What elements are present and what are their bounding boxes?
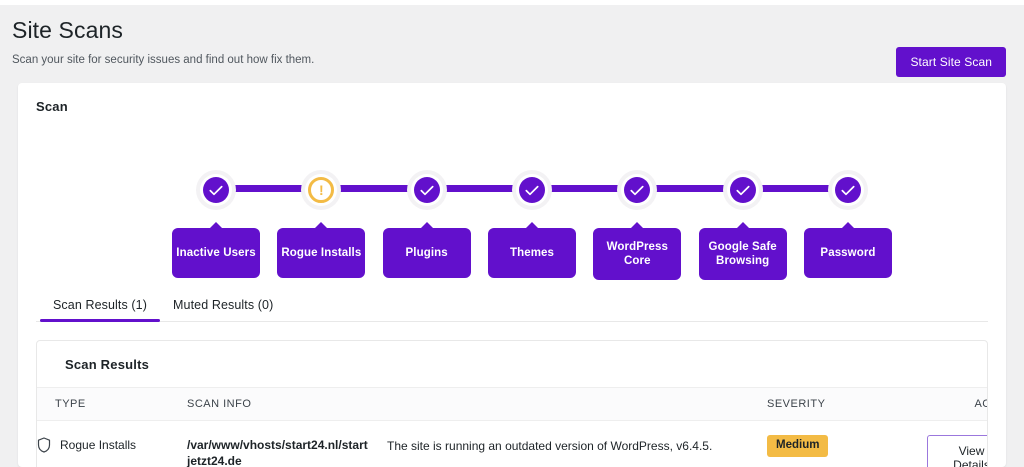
stepper-connector: [654, 185, 726, 192]
stepper-connector: [549, 185, 621, 192]
scan-step-node[interactable]: [410, 174, 443, 206]
stepper-connector: [443, 185, 515, 192]
table-header-row: TYPE SCAN INFO SEVERITY ACTION: [37, 388, 987, 421]
scan-card: Scan Inactive Users! Rogue Installs Plugin…: [18, 83, 1006, 467]
column-header-scan-info: SCAN INFO: [187, 388, 387, 421]
table-row: Rogue Installs /var/www/vhosts/start24.n…: [37, 421, 988, 467]
scan-results-table: TYPE SCAN INFO SEVERITY ACTION: [37, 388, 988, 467]
scan-step-label: Inactive Users: [172, 222, 260, 278]
scan-results-title: Scan Results: [37, 341, 987, 388]
column-header-action: ACTION: [927, 388, 987, 421]
scan-step-node[interactable]: [726, 174, 759, 206]
column-header-type: TYPE: [37, 388, 187, 421]
check-icon: [413, 177, 440, 203]
tab-scan-results[interactable]: Scan Results (1): [40, 298, 160, 322]
stepper-connector: [759, 185, 831, 192]
status-badge: Medium: [767, 435, 829, 457]
check-icon: [624, 177, 651, 203]
scan-step-label: Themes: [488, 222, 576, 278]
cell-action: View Details: [927, 421, 988, 467]
cell-description: The site is running an outdated version …: [387, 421, 767, 467]
scan-step-node[interactable]: [621, 174, 654, 206]
check-icon: [519, 177, 545, 203]
cell-type: Rogue Installs: [37, 421, 187, 467]
scan-step-label: Rogue Installs: [277, 222, 366, 278]
scan-description: The site is running an outdated version …: [387, 439, 713, 453]
check-icon: [729, 177, 756, 203]
stepper-track: Inactive Users! Rogue Installs Plugins Them…: [172, 174, 892, 280]
scan-step-label: WordPress Core: [593, 222, 682, 280]
scan-step-label: Google Safe Browsing: [698, 222, 787, 280]
scan-step-label: Password: [804, 222, 892, 278]
scan-results-card: Scan Results TYPE SCAN INFO SEVERITY ACT…: [36, 340, 988, 467]
scan-card-heading: Scan: [36, 99, 68, 114]
scan-step-label: Plugins: [382, 222, 471, 278]
page-header: Site Scans Scan your site for security i…: [0, 5, 1024, 83]
stepper-connector: [338, 185, 410, 192]
start-site-scan-button[interactable]: Start Site Scan: [896, 47, 1006, 78]
view-details-button[interactable]: View Details: [927, 435, 988, 467]
column-header-severity: SEVERITY: [767, 388, 927, 421]
check-icon: [203, 177, 229, 203]
cell-type-label: Rogue Installs: [60, 438, 137, 452]
column-header-description: [387, 388, 767, 421]
tab-muted-results[interactable]: Muted Results (0): [173, 298, 274, 312]
page-title: Site Scans: [12, 17, 123, 43]
shield-icon: [37, 437, 51, 453]
scan-step-node[interactable]: [832, 174, 864, 206]
view-details-label: View Details: [953, 444, 988, 467]
scan-step-node[interactable]: [516, 174, 548, 206]
check-icon: [835, 177, 861, 203]
exclamation-icon: !: [308, 177, 335, 203]
results-tabs: Scan Results (1) Muted Results (0): [36, 284, 988, 322]
stepper-connector: [233, 185, 305, 192]
cell-scan-info: /var/www/vhosts/start24.nl/startjetzt24.…: [187, 421, 387, 467]
scan-stepper: Inactive Users! Rogue Installs Plugins Them…: [18, 124, 1006, 284]
scan-step-node[interactable]: [200, 174, 232, 206]
scan-step-node[interactable]: !: [305, 174, 338, 206]
page-subtitle: Scan your site for security issues and f…: [12, 53, 315, 66]
cell-severity: Medium: [767, 421, 927, 467]
scan-path: /var/www/vhosts/start24.nl/startjetzt24.…: [187, 438, 368, 467]
